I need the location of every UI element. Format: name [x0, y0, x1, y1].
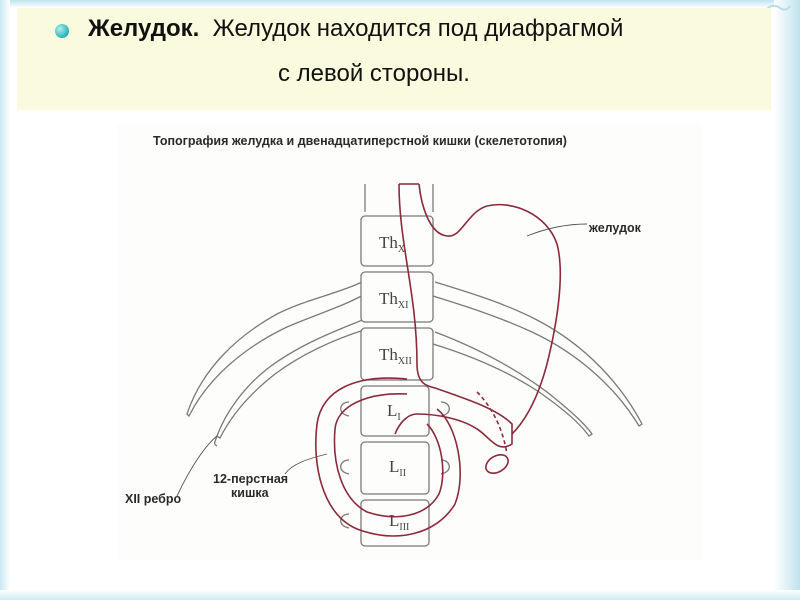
- heading-bold-term: Желудок.: [88, 15, 199, 42]
- frame-bottom-border: [0, 590, 800, 600]
- slide-heading-line1: Желудок. Желудок находится под диафрагмо…: [88, 15, 623, 43]
- label-duodenum-line1: 12-перстная: [213, 472, 288, 486]
- frame-top-border: [0, 0, 800, 8]
- label-rib: XII ребро: [125, 492, 181, 506]
- frame-left-border: [0, 0, 10, 600]
- label-duodenum-line2: кишка: [231, 486, 269, 500]
- label-stomach: желудок: [589, 221, 641, 235]
- slide-heading-line2: с левой стороны.: [278, 60, 470, 88]
- anatomy-figure: ThX ThXI ThXII LI LII LIII Топография же…: [117, 124, 702, 560]
- left-rib: [187, 282, 367, 446]
- figure-title: Топография желудка и двенадцатиперстной …: [153, 134, 567, 148]
- bullet-icon: [55, 24, 69, 38]
- heading-text: Желудок находится под диафрагмой: [213, 15, 624, 42]
- skeletotopy-diagram: ThX ThXI ThXII LI LII LIII: [117, 124, 702, 560]
- right-rib: [433, 282, 642, 436]
- frame-right-border: [774, 0, 800, 600]
